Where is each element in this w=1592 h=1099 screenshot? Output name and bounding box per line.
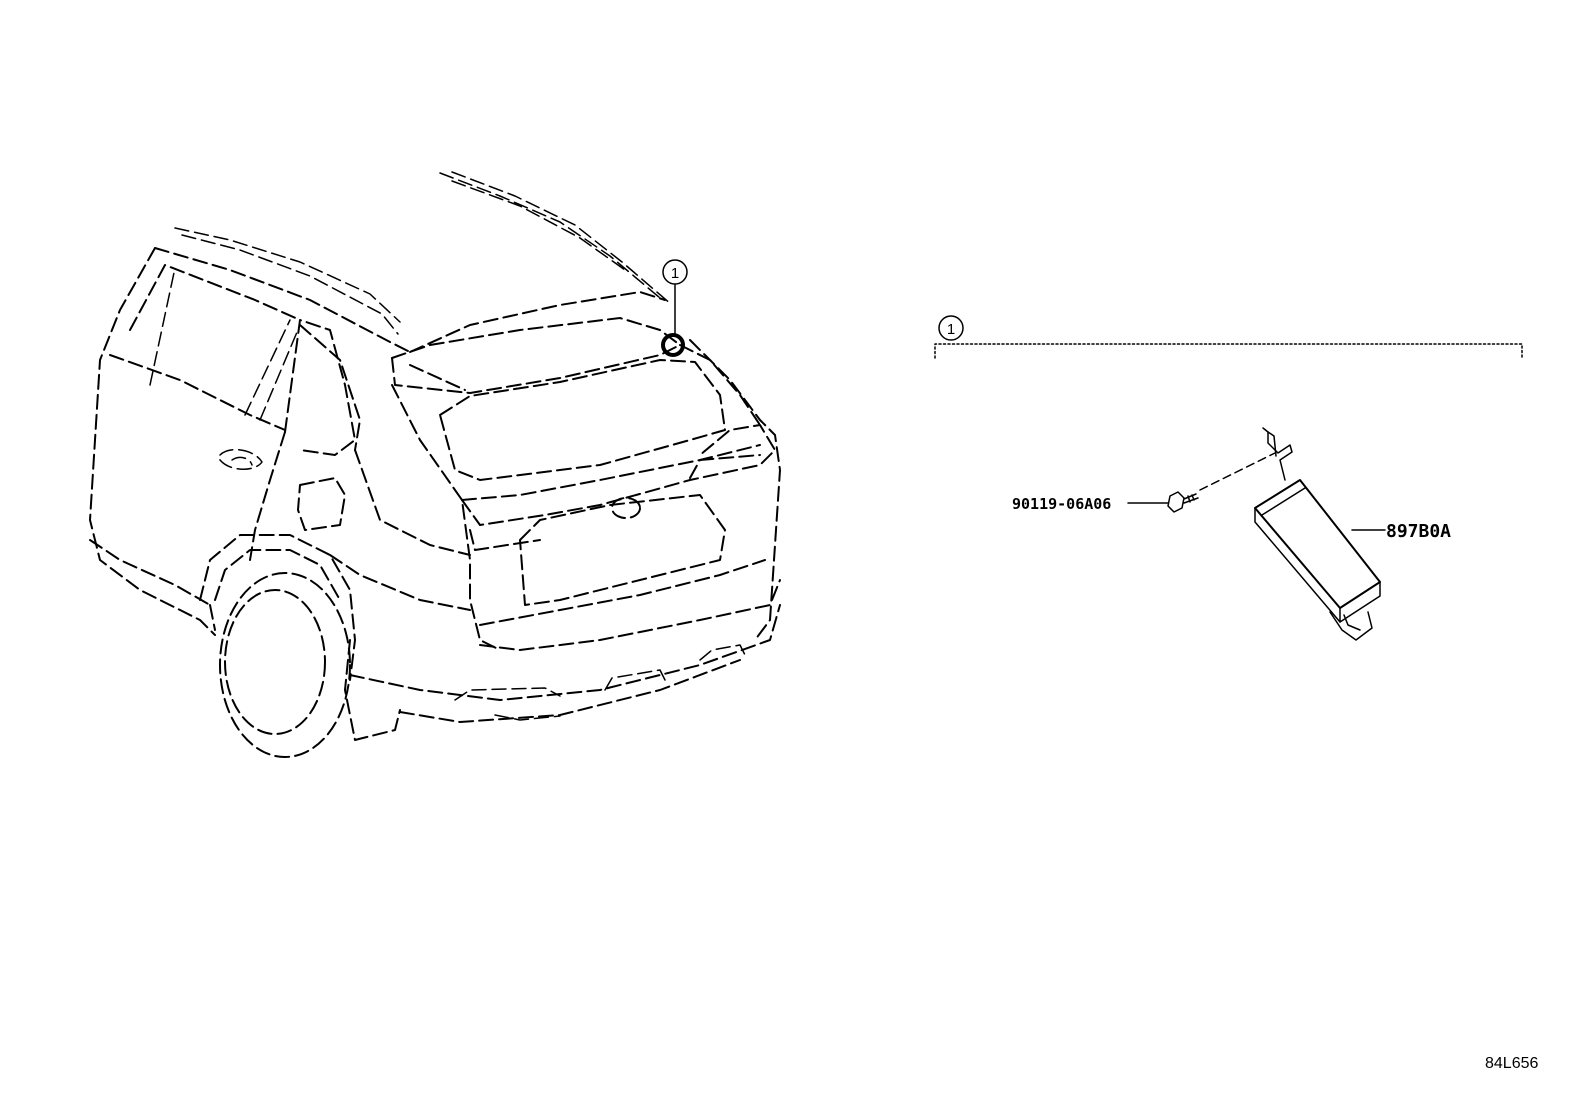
vehicle-illustration: 1	[89, 171, 781, 758]
callout-number-vehicle: 1	[671, 265, 679, 282]
exploded-view-group: 1 90119-06A06 897B0A	[934, 315, 1523, 641]
bolt-part-number: 90119-06A06	[1012, 495, 1111, 513]
callout-number-group: 1	[947, 321, 955, 338]
control-module-icon	[1254, 427, 1381, 641]
group-bracket	[934, 343, 1523, 359]
bolt-icon	[1167, 491, 1199, 513]
module-part-number: 897B0A	[1386, 521, 1451, 542]
callout-bubble	[662, 259, 688, 285]
figure-code: 84L656	[1485, 1055, 1538, 1072]
group-callout-bubble	[938, 315, 964, 341]
callout-marker-circle	[661, 333, 685, 357]
